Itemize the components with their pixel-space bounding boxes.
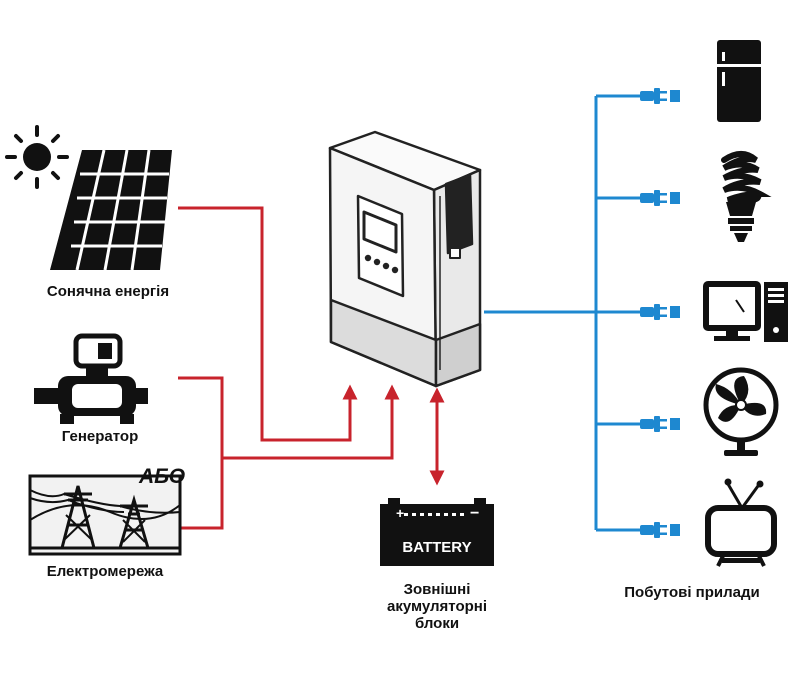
battery-caption-line2: акумуляторні bbox=[386, 598, 488, 615]
or-label: АБО bbox=[138, 465, 186, 488]
power-line-tower-icon bbox=[28, 474, 182, 556]
generator-icon bbox=[34, 333, 148, 424]
blue-connection-lines bbox=[484, 94, 640, 532]
solar-line bbox=[178, 206, 358, 442]
fan-icon bbox=[703, 367, 779, 456]
computer-icon bbox=[703, 281, 788, 342]
light-bulb-icon bbox=[721, 151, 772, 242]
svg-text:+: + bbox=[396, 505, 404, 521]
battery-icon: + − BATTERY bbox=[380, 498, 494, 566]
generator-label: Генератор bbox=[61, 428, 139, 445]
grid-generator-line bbox=[222, 384, 400, 460]
generator-line bbox=[178, 376, 224, 530]
battery-caption-line1: Зовнішні bbox=[403, 581, 471, 598]
battery-caption-line3: блоки bbox=[414, 615, 460, 632]
plug-icon bbox=[640, 88, 680, 538]
fridge-icon bbox=[717, 40, 761, 122]
solar-label: Сонячна енергія bbox=[46, 283, 170, 300]
sun-icon bbox=[5, 125, 69, 189]
svg-text:−: − bbox=[470, 505, 479, 522]
grid-label: Електромережа bbox=[46, 563, 164, 580]
tv-icon bbox=[705, 478, 777, 567]
battery-box-text: BATTERY bbox=[402, 539, 471, 556]
appliances-label: Побутові прилади bbox=[624, 584, 760, 601]
battery-caption: Зовнішні акумуляторні блоки bbox=[362, 581, 512, 632]
solar-panel-icon bbox=[50, 149, 172, 271]
red-connection-lines bbox=[178, 206, 445, 530]
inverter-device bbox=[328, 130, 482, 388]
